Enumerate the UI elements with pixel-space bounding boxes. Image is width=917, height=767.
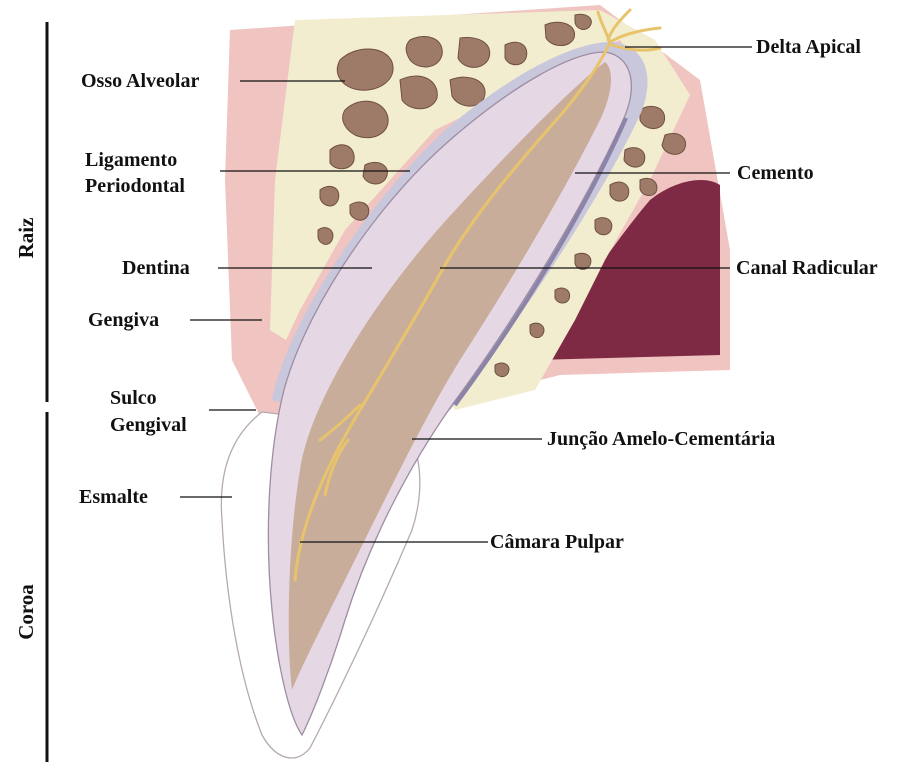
label-camara-pulpar: Câmara Pulpar: [490, 531, 624, 553]
trabecula: [555, 288, 570, 303]
trabecula: [406, 36, 442, 66]
trabecula: [318, 228, 333, 245]
trabecula: [505, 42, 527, 65]
trabecula: [337, 49, 393, 90]
label-dentina: Dentina: [122, 257, 190, 279]
trabecula: [610, 182, 629, 201]
trabecula: [530, 323, 544, 337]
trabecula: [545, 22, 575, 45]
label-sulco-line2: Gengival: [110, 414, 187, 436]
root-section-label: Raiz: [14, 218, 38, 259]
trabecula: [400, 76, 437, 109]
label-ligamento-line2: Periodontal: [85, 175, 185, 197]
label-osso-alveolar: Osso Alveolar: [81, 70, 199, 92]
trabecula: [662, 133, 686, 154]
label-gengiva: Gengiva: [88, 309, 159, 331]
section-bars: Raiz Coroa: [14, 22, 47, 762]
trabecula: [640, 178, 657, 195]
trabecula: [495, 363, 509, 377]
label-delta-apical: Delta Apical: [756, 36, 861, 58]
crown-section-label: Coroa: [14, 584, 38, 640]
trabecula: [575, 14, 591, 29]
trabecula: [575, 253, 591, 269]
label-canal-radicular: Canal Radicular: [736, 257, 878, 279]
tooth-illustration: [221, 5, 730, 758]
label-esmalte: Esmalte: [79, 486, 148, 508]
trabecula: [624, 148, 645, 167]
label-ligamento-line1: Ligamento: [85, 149, 177, 171]
label-sulco-line1: Sulco: [110, 387, 157, 409]
trabecula: [330, 145, 354, 169]
trabecula: [640, 106, 665, 128]
label-cemento: Cemento: [737, 162, 814, 184]
trabecula: [363, 162, 387, 184]
trabecula: [595, 218, 612, 235]
trabecula: [320, 186, 339, 206]
trabecula: [350, 202, 369, 220]
label-juncao: Junção Amelo-Cementária: [547, 428, 775, 450]
